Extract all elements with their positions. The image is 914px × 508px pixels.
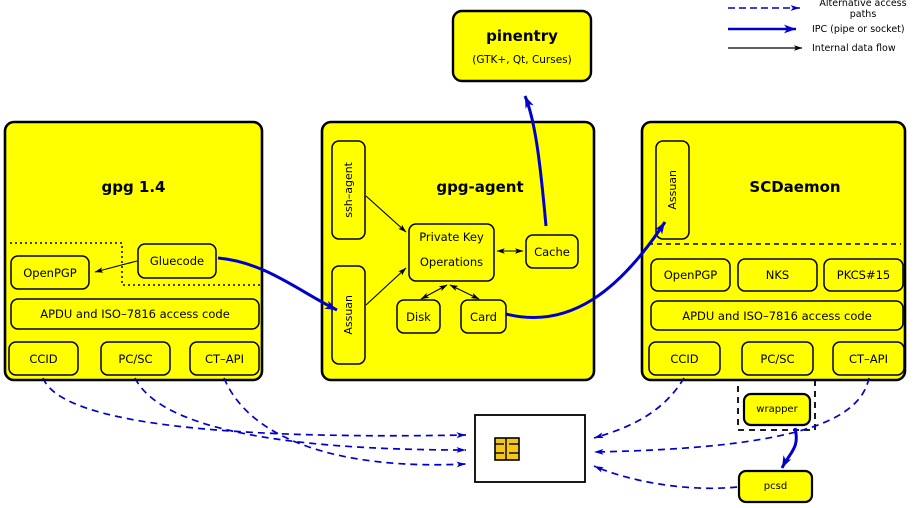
gpg-ccid-to-card-path [42,377,467,439]
pko-card-arrow [449,284,480,300]
gpg-dotted-separator [10,242,261,286]
sshagent-to-pko-arrow [365,195,407,233]
scdaemon-app-nks-box [737,258,818,292]
gluecode-box [137,243,217,279]
ssh-agent-box [331,140,366,240]
scdaemon-app-pkcs15-box [823,258,904,292]
smartcard-body [474,414,586,483]
gluecode-to-assuan-ipc [217,256,338,312]
legend-group [728,5,803,51]
card-to-scdaemon-assuan-ipc [505,221,667,319]
pcsd-to-card-path [593,465,738,490]
assuan-to-pko-arrow [365,267,407,306]
gpg-driver-pcsc-box [100,341,171,376]
gpg-ctapi-to-card-path [223,377,467,468]
scdaemon-driver-ctapi-box [832,341,905,376]
cache-to-pinentry-ipc [523,95,548,227]
card-box [460,299,507,334]
pcsd-box [737,469,814,504]
scdaemon-driver-pcsc-box [741,341,814,376]
gpg-openpgp-box [10,255,90,290]
private-key-operations-box [408,223,495,282]
wrapper-dashed-frame [737,379,816,431]
gpg-driver-ccid-box [8,341,79,376]
scdaemon-app-openpgp-box [650,258,731,292]
scdaemon-driver-ccid-box [648,341,721,376]
scdaemon-ctapi-to-card-path [593,377,870,455]
scdaemon-apdu-box [650,300,904,331]
disk-box [396,299,441,334]
pinentry-box [451,9,593,83]
cache-box [525,234,579,269]
scdaemon-assuan-box [655,140,690,240]
gpg-driver-ctapi-box [189,341,260,376]
gluecode-to-openpgp-arrow [94,260,138,273]
pko-disk-arrow [420,284,448,300]
gpg-pcsc-to-card-path [134,377,467,453]
scdaemon-ccid-to-card-path [593,377,685,439]
gpg-apdu-box [10,298,260,330]
gpgagent-assuan-box [331,265,366,365]
smartcard-chip-icon [494,437,520,461]
wrapper-box [742,392,812,427]
